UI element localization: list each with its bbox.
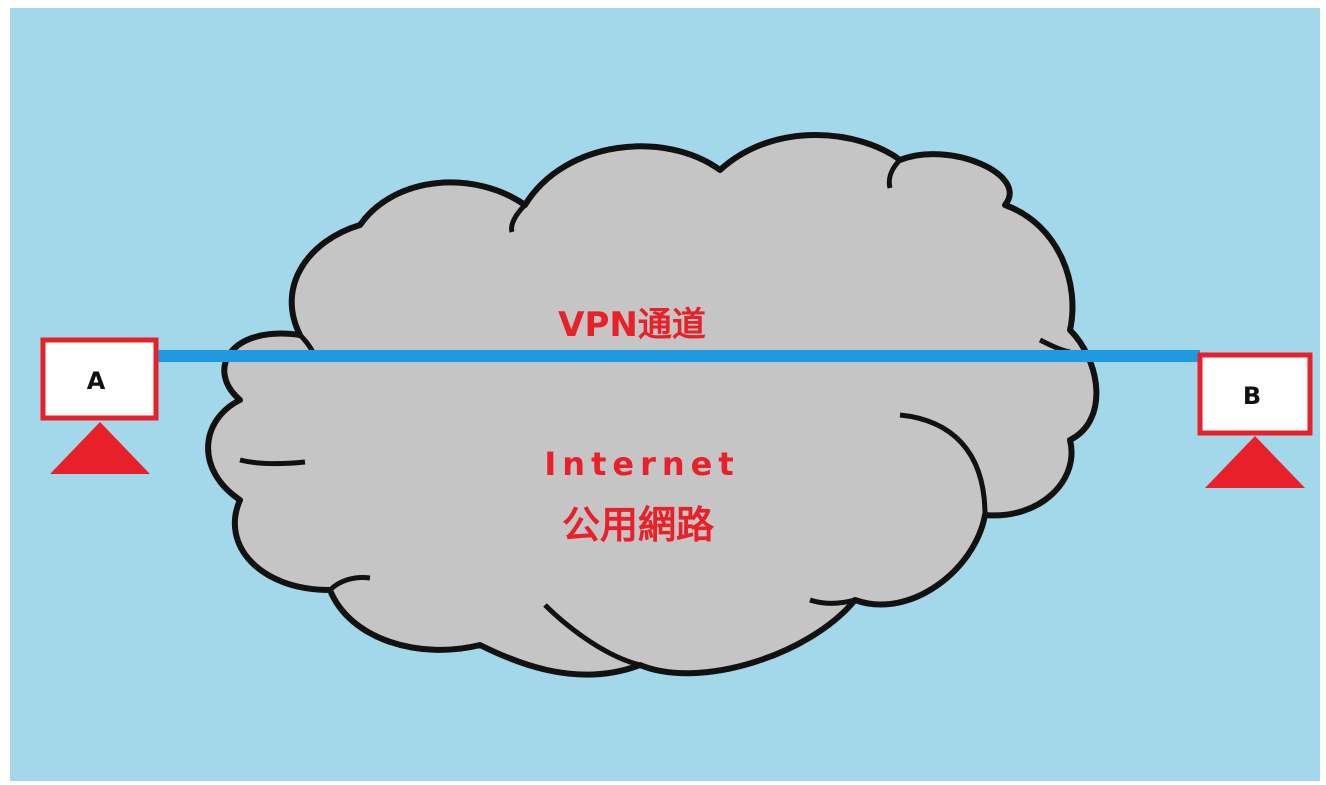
cloud-inner-curve-8 [809, 597, 856, 606]
node-a-label: A [87, 367, 106, 395]
cloud-inner-curve-2 [509, 203, 527, 233]
internet-label: Internet [544, 445, 739, 483]
cloud-inner-curve-3 [886, 158, 902, 189]
cloud-inner-curve-6 [328, 575, 371, 592]
node-b-box [1197, 352, 1313, 436]
node-b-label: B [1243, 382, 1261, 410]
node-a-box [40, 337, 159, 421]
cloud-inner-curve-7 [543, 603, 641, 668]
internet-cloud [205, 132, 1100, 678]
cloud-inner-curve-4 [239, 457, 306, 467]
node-b-stand [1205, 436, 1305, 488]
node-a-stand [50, 422, 150, 474]
public-network-label: 公用網路 [562, 503, 715, 547]
tunnel-label: VPN通道 [558, 305, 706, 345]
cloud-inner-curve-5 [899, 412, 988, 516]
